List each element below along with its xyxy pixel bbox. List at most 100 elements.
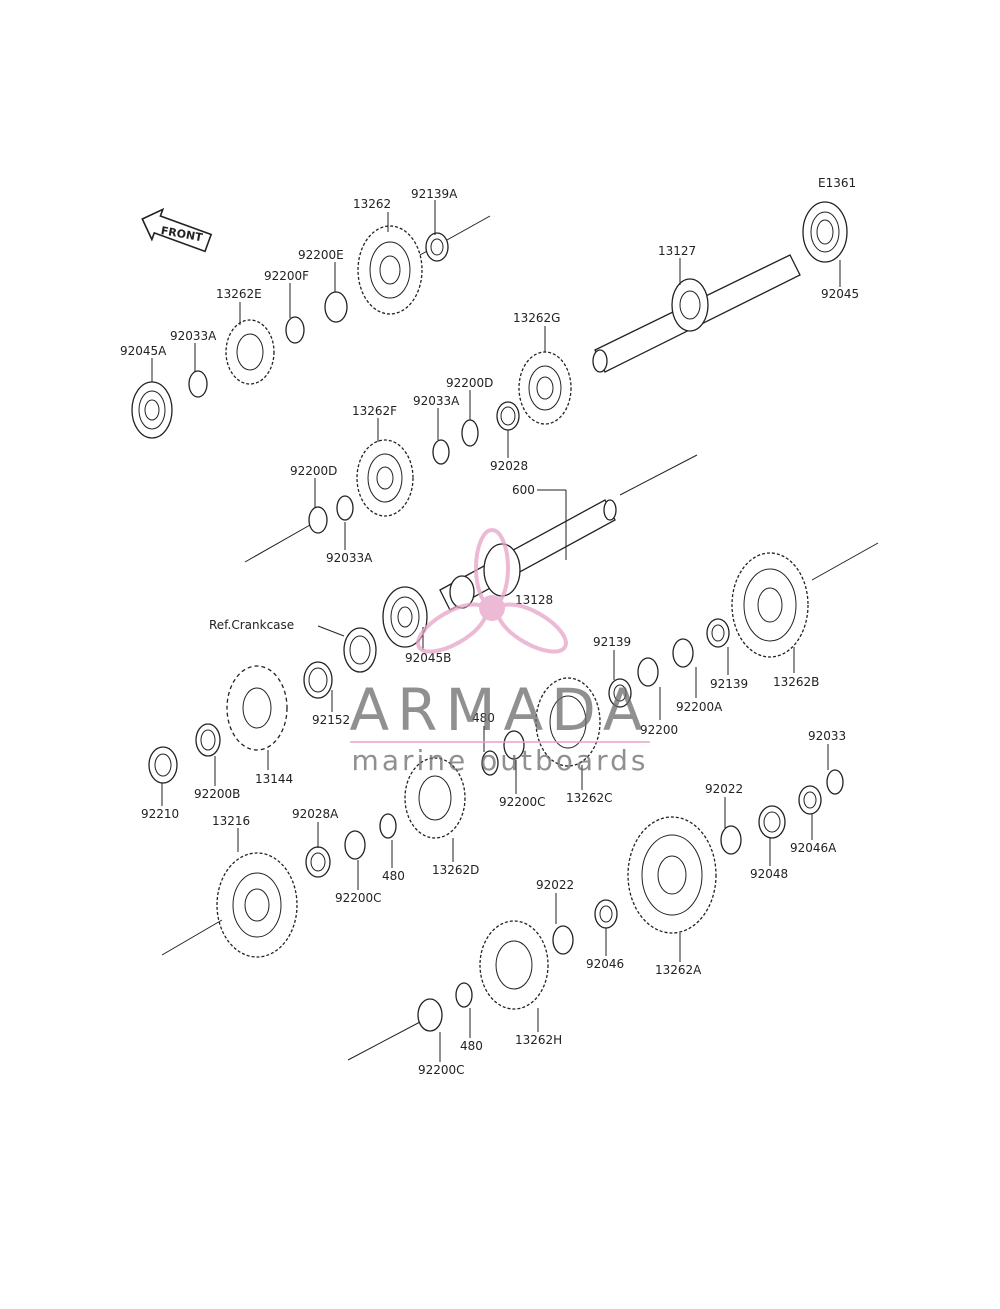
washer-92022-right: [720, 825, 742, 855]
label-92045: 92045: [821, 287, 859, 301]
gear-13262E: [225, 319, 275, 385]
label-480-low: 480: [382, 869, 405, 883]
bushing-92048: [758, 805, 786, 839]
label-13262F: 13262F: [352, 404, 397, 418]
circlip-480-mid: [481, 750, 499, 776]
bearing-92045: [802, 201, 848, 263]
label-92045A: 92045A: [120, 344, 167, 358]
gear-13262C: [535, 677, 601, 767]
washer-92200: [637, 657, 659, 687]
label-92048: 92048: [750, 867, 788, 881]
circlip-92033: [826, 769, 844, 795]
bearing-92139-right: [706, 618, 730, 648]
sprocket-13144: [226, 665, 288, 751]
shaft-13128: [439, 499, 617, 611]
gear-13262D: [404, 757, 466, 839]
bearing-92045A: [131, 381, 173, 439]
axis-line-lower-left: [161, 919, 223, 956]
gear-13262B: [731, 552, 809, 658]
label-13262E: 13262E: [216, 287, 262, 301]
gear-13262G: [518, 351, 572, 425]
front-arrow-icon: FRONT: [141, 207, 213, 253]
gear-13262H: [479, 920, 549, 1010]
label-92045B: 92045B: [405, 651, 451, 665]
label-13262G: 13262G: [513, 311, 560, 325]
label-92152: 92152: [312, 713, 350, 727]
label-92200C-mid: 92200C: [499, 795, 546, 809]
label-92028: 92028: [490, 459, 528, 473]
label-92046A: 92046A: [790, 841, 837, 855]
label-13262D: 13262D: [432, 863, 479, 877]
label-600: 600: [512, 483, 535, 497]
bearing-92046A: [798, 785, 822, 815]
label-13262: 13262: [353, 197, 391, 211]
label-92200E: 92200E: [298, 248, 344, 262]
washer-92200E: [324, 291, 348, 323]
washer-92200D-low: [308, 506, 328, 534]
label-92200: 92200: [640, 723, 678, 737]
label-92028A: 92028A: [292, 807, 339, 821]
label-13262H: 13262H: [515, 1033, 562, 1047]
washer-92200C-mid: [503, 730, 525, 760]
washer-92200C-bottom: [417, 998, 443, 1032]
label-13262A: 13262A: [655, 963, 702, 977]
label-92022-left: 92022: [536, 878, 574, 892]
label-ref-crankcase: Ref.Crankcase: [209, 618, 294, 632]
bushing-92028A: [305, 846, 331, 878]
label-92200D-low: 92200D: [290, 464, 337, 478]
watermark-brand: ARMADA: [349, 676, 650, 744]
washer-92200F: [285, 316, 305, 344]
label-92200C-bottom: 92200C: [418, 1063, 465, 1077]
axis-line-bottom: [347, 1021, 421, 1061]
gear-13262: [357, 225, 423, 315]
washer-92200D-upper: [461, 419, 479, 447]
label-480-mid: 480: [472, 711, 495, 725]
circlip-480-bottom: [455, 982, 473, 1008]
label-92033: 92033: [808, 729, 846, 743]
gear-13216: [216, 852, 298, 958]
label-92033A-low: 92033A: [326, 551, 373, 565]
label-92200F: 92200F: [264, 269, 309, 283]
label-13262B: 13262B: [773, 675, 819, 689]
circlip-92033A-top: [188, 370, 208, 398]
bearing-92139-left: [608, 678, 632, 708]
axis-line-mid-left: [244, 524, 311, 563]
label-480-bottom: 480: [460, 1039, 483, 1053]
washer-92200A: [672, 638, 694, 668]
watermark-tagline: marine outboards: [352, 744, 649, 777]
axis-line-right: [811, 542, 879, 581]
label-92033A-mid: 92033A: [413, 394, 460, 408]
washer-92200B: [195, 723, 221, 757]
label-92022-right: 92022: [705, 782, 743, 796]
watermark-logo: ARMADA marine outboards: [349, 528, 650, 777]
axis-line-center: [619, 454, 698, 496]
label-92200B: 92200B: [194, 787, 240, 801]
diagram-code: E1361: [818, 176, 856, 190]
label-13144: 13144: [255, 772, 293, 786]
bearing-92139A: [425, 232, 449, 262]
gear-13262A: [627, 816, 717, 934]
seal-ref-crankcase: [343, 627, 377, 673]
part-labels: 13262 92139A 92200E 92200F 13262E 92033A…: [120, 187, 859, 1077]
collar-92152: [303, 661, 333, 699]
circlip-92033A-low: [336, 495, 354, 521]
label-13127: 13127: [658, 244, 696, 258]
label-92200A: 92200A: [676, 700, 723, 714]
gear-13262F: [356, 439, 414, 517]
label-92210: 92210: [141, 807, 179, 821]
bearing-92045B: [382, 586, 428, 648]
label-92139-right: 92139: [710, 677, 748, 691]
label-92200C-low: 92200C: [335, 891, 382, 905]
circlip-480-low: [379, 813, 397, 839]
propeller-icon: [416, 528, 568, 654]
circlip-92033A-mid: [432, 439, 450, 465]
washer-92200C-low: [344, 830, 366, 860]
bushing-92028: [496, 401, 520, 431]
label-92139A: 92139A: [411, 187, 458, 201]
label-13128: 13128: [515, 593, 553, 607]
shaft-13127: [592, 254, 801, 373]
bearing-92046: [594, 899, 618, 929]
label-92033A-top: 92033A: [170, 329, 217, 343]
label-92046: 92046: [586, 957, 624, 971]
